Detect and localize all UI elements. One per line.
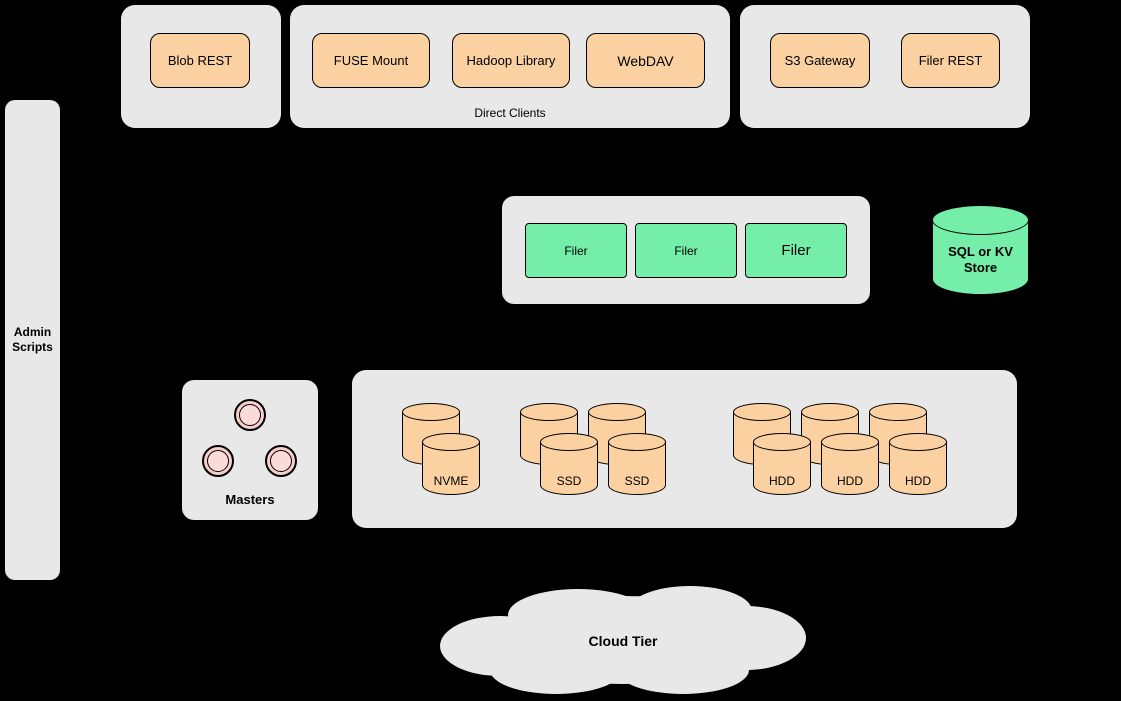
ssd-disk-front-1: SSD [540, 433, 598, 495]
cloud-tier-label: Cloud Tier [588, 633, 658, 649]
cylinder-body [821, 442, 879, 495]
cylinder-top [753, 433, 811, 451]
s3-gateway-label: S3 Gateway [784, 53, 856, 68]
filer-node-3-label: Filer [781, 242, 811, 259]
cylinder-body [608, 442, 666, 495]
master-node-1 [234, 399, 266, 431]
fuse-mount-node: FUSE Mount [312, 33, 430, 88]
cylinder-top [869, 403, 927, 421]
direct-clients-group: FUSE Mount Hadoop Library WebDAV Direct … [290, 5, 730, 128]
filer-node-1: Filer [525, 223, 627, 278]
nvme-disk-label: NVME [433, 474, 469, 488]
filer-node-2: Filer [635, 223, 737, 278]
hdd-disk-label-1: HDD [769, 474, 795, 488]
ssd-disk-label-1: SSD [556, 474, 582, 488]
cylinder-top [402, 403, 460, 421]
hadoop-library-label: Hadoop Library [466, 53, 556, 68]
cylinder-top [889, 433, 947, 451]
filer-rest-label: Filer REST [918, 53, 983, 68]
ssd-disk-front-2: SSD [608, 433, 666, 495]
fuse-mount-label: FUSE Mount [333, 53, 409, 68]
filer-rest-node: Filer REST [901, 33, 1000, 88]
direct-clients-caption: Direct Clients [474, 106, 546, 120]
filer-node-1-label: Filer [564, 243, 588, 258]
cylinder-top [422, 433, 480, 451]
hdd-disk-front-1: HDD [753, 433, 811, 495]
sql-kv-store-cylinder: SQL or KV Store [932, 205, 1029, 295]
s3-gateway-node: S3 Gateway [770, 33, 870, 88]
hdd-disk-label-3: HDD [905, 474, 931, 488]
hadoop-library-node: Hadoop Library [452, 33, 570, 88]
filer-cluster-group: Filer Filer Filer [502, 196, 870, 304]
cylinder-top [932, 205, 1029, 235]
blob-rest-node: Blob REST [150, 33, 250, 88]
hdd-disk-front-2: HDD [821, 433, 879, 495]
masters-group: Masters [182, 380, 318, 520]
master-node-2 [202, 445, 234, 477]
hdd-disk-front-3: HDD [889, 433, 947, 495]
hdd-disk-label-2: HDD [837, 474, 863, 488]
cylinder-top [588, 403, 646, 421]
filer-node-3: Filer [745, 223, 847, 278]
cylinder-top [540, 433, 598, 451]
cylinder-top [821, 433, 879, 451]
cylinder-top [520, 403, 578, 421]
blob-client-group: Blob REST [121, 5, 281, 128]
blob-rest-label: Blob REST [167, 53, 233, 68]
cylinder-top [801, 403, 859, 421]
gateway-group: S3 Gateway Filer REST [740, 5, 1030, 128]
nvme-disk-front: NVME [422, 433, 480, 495]
cylinder-top [733, 403, 791, 421]
sql-kv-store-label: SQL or KV Store [948, 243, 1013, 275]
ssd-disk-label-2: SSD [624, 474, 650, 488]
volume-servers-group: NVME SSD SSD [352, 370, 1017, 528]
admin-scripts-label: Admin Scripts [12, 325, 53, 354]
admin-scripts-panel: Admin Scripts [5, 100, 60, 580]
cloud-tier-shape [440, 586, 806, 694]
master-node-3 [265, 445, 297, 477]
webdav-node: WebDAV [586, 33, 705, 88]
filer-node-2-label: Filer [674, 243, 698, 258]
masters-caption: Masters [225, 492, 275, 507]
cylinder-top [608, 433, 666, 451]
webdav-label: WebDAV [617, 52, 674, 69]
